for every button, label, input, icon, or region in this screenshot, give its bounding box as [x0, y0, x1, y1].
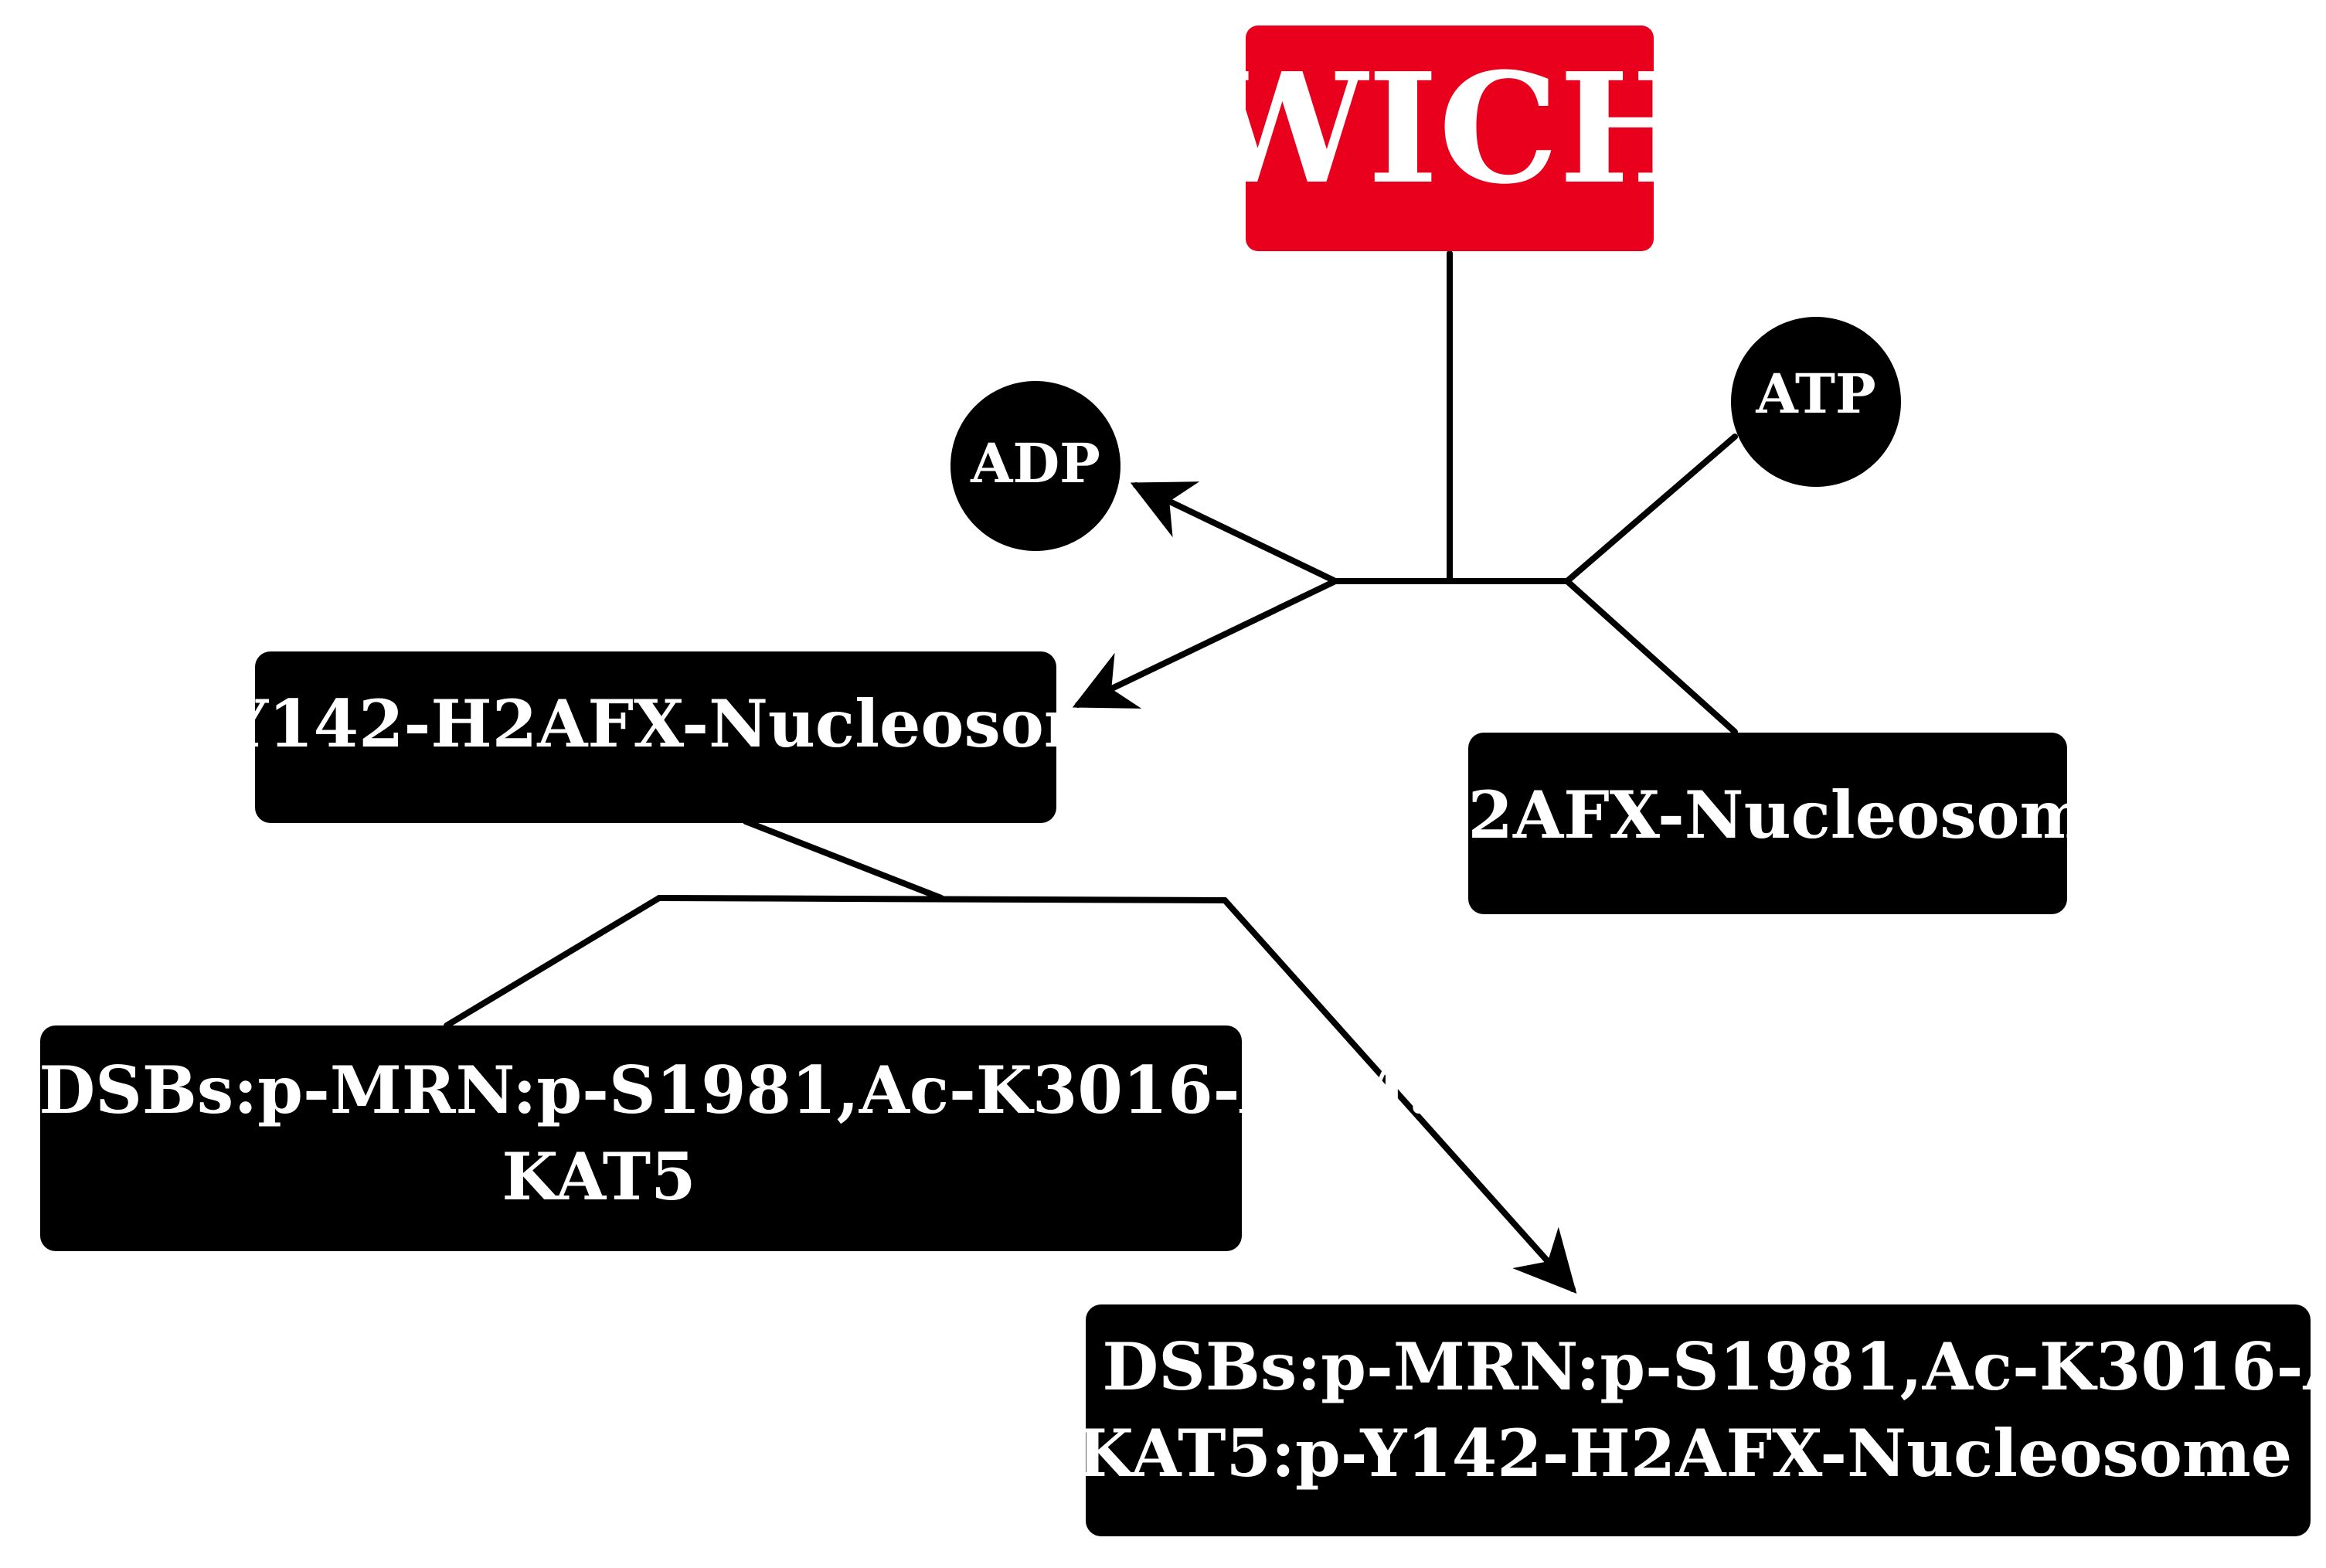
- adp-node[interactable]: ADP: [950, 381, 1120, 551]
- atm-complex-label-line1: DNA DSBs:p-MRN:p-S1981,Ac-K3016-ATM:: [0, 1052, 1431, 1128]
- atp-label: ATP: [1755, 362, 1875, 426]
- edges: [444, 250, 1738, 1294]
- atm-complex-label-line2: KAT5: [502, 1138, 695, 1215]
- atp-circle: [1731, 317, 1901, 487]
- atm-complex-node[interactable]: DNA DSBs:p-MRN:p-S1981,Ac-K3016-ATM: KAT…: [0, 1025, 1431, 1251]
- final-complex-node[interactable]: DNA DSBs:p-MRN:p-S1981,Ac-K3016-ATM: KAT…: [913, 1304, 2326, 1536]
- product-nucleosome-box: [255, 651, 1056, 823]
- edge-atm-to-binding: [444, 895, 662, 1029]
- edge-reaction-to-product: [1072, 578, 1338, 709]
- substrate-nucleosome-node[interactable]: H2AFX-Nucleosome: [1406, 733, 2130, 914]
- product-nucleosome-label: p-Y142-H2AFX-Nucleosome: [157, 685, 1154, 762]
- atm-complex-box: [40, 1025, 1242, 1251]
- wich-label: WICH: [1196, 40, 1702, 218]
- substrate-nucleosome-label: H2AFX-Nucleosome: [1406, 777, 2130, 853]
- final-complex-box: [1086, 1304, 2311, 1536]
- edge-product-to-binding: [743, 818, 944, 901]
- edge-atp-to-reaction: [1564, 434, 1738, 584]
- adp-label: ADP: [970, 431, 1100, 495]
- adp-circle: [950, 381, 1120, 551]
- final-complex-label-line1: DNA DSBs:p-MRN:p-S1981,Ac-K3016-ATM:: [913, 1328, 2326, 1405]
- edge-binding-to-final: [1222, 897, 1577, 1294]
- wich-node[interactable]: WICH: [1196, 26, 1702, 251]
- wich-box: [1246, 26, 1654, 251]
- atp-node[interactable]: ATP: [1731, 317, 1901, 487]
- final-complex-label-line2: KAT5:p-Y142-H2AFX-Nucleosome: [1077, 1415, 2292, 1491]
- edge-substrate-to-reaction: [1564, 578, 1738, 735]
- edge-reaction-to-adp: [1130, 481, 1338, 584]
- substrate-nucleosome-box: [1468, 733, 2067, 914]
- edge-binding-backbone: [656, 895, 1228, 903]
- product-nucleosome-node[interactable]: p-Y142-H2AFX-Nucleosome: [157, 651, 1154, 823]
